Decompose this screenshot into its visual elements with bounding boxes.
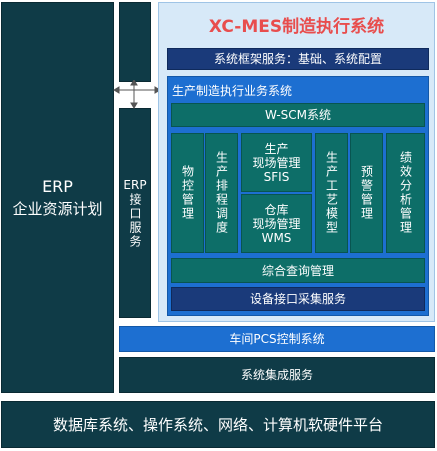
material-control: 物控管理 xyxy=(171,133,204,253)
erp-interface-service: ERP 接口服务 xyxy=(119,108,151,318)
production-scheduling-text: 生产排程调度 xyxy=(214,151,229,235)
mes-title-text: XC-MES制造执行系统 xyxy=(208,17,385,37)
business-system-title: 生产制造执行业务系统 xyxy=(172,82,292,99)
connector-arrows xyxy=(113,80,161,109)
business-system-title-text: 生产制造执行业务系统 xyxy=(172,84,293,98)
wms-line2: 现场管理 xyxy=(252,216,301,231)
integrated-query-text: 综合查询管理 xyxy=(261,263,334,278)
system-integration: 系统集成服务 xyxy=(119,357,435,393)
sfis-line3: SFIS xyxy=(263,169,290,184)
wms-line3: WMS xyxy=(261,230,292,245)
system-integration-text: 系统集成服务 xyxy=(240,368,313,382)
framework-service: 系统框架服务：基础、系统配置 xyxy=(167,48,429,70)
wms-module: 仓库 现场管理 WMS xyxy=(241,194,312,253)
production-scheduling: 生产排程调度 xyxy=(205,133,238,253)
device-interface: 设备接口采集服务 xyxy=(171,287,425,311)
process-model-text: 生产工艺模型 xyxy=(324,151,339,235)
framework-service-text: 系统框架服务：基础、系统配置 xyxy=(213,52,382,66)
wscm-system-text: W-SCM系统 xyxy=(264,108,332,122)
erp-label: ERP xyxy=(42,176,73,196)
performance-analysis: 绩效分析管理 xyxy=(386,133,425,253)
platform-layer: 数据库系统、操作系统、网络、计算机软硬件平台 xyxy=(1,401,435,448)
wms-line1: 仓库 xyxy=(264,202,289,217)
sfis-line2: 现场管理 xyxy=(252,155,301,170)
material-control-text: 物控管理 xyxy=(180,165,195,221)
alert-management: 预警管理 xyxy=(350,133,383,253)
erp-interface-desc: 接口服务 xyxy=(128,193,142,249)
process-model: 生产工艺模型 xyxy=(315,133,348,253)
alert-management-text: 预警管理 xyxy=(359,165,374,221)
platform-layer-text: 数据库系统、操作系统、网络、计算机软硬件平台 xyxy=(52,416,383,434)
mes-title: XC-MES制造执行系统 xyxy=(158,12,435,37)
wscm-system: W-SCM系统 xyxy=(171,103,425,127)
integrated-query: 综合查询管理 xyxy=(171,258,425,283)
erp-enterprise-resource-planning: ERP 企业资源计划 xyxy=(1,2,114,393)
device-interface-text: 设备接口采集服务 xyxy=(249,292,346,306)
sfis-module: 生产 现场管理 SFIS xyxy=(241,133,312,192)
pcs-control-system-text: 车间PCS控制系统 xyxy=(229,332,325,346)
erp-interface-label: ERP xyxy=(123,178,147,192)
pcs-control-system: 车间PCS控制系统 xyxy=(119,326,435,352)
erp-interface-service-top xyxy=(119,2,151,82)
erp-desc: 企业资源计划 xyxy=(12,199,103,218)
sfis-line1: 生产 xyxy=(264,141,289,156)
performance-analysis-text: 绩效分析管理 xyxy=(398,151,413,235)
